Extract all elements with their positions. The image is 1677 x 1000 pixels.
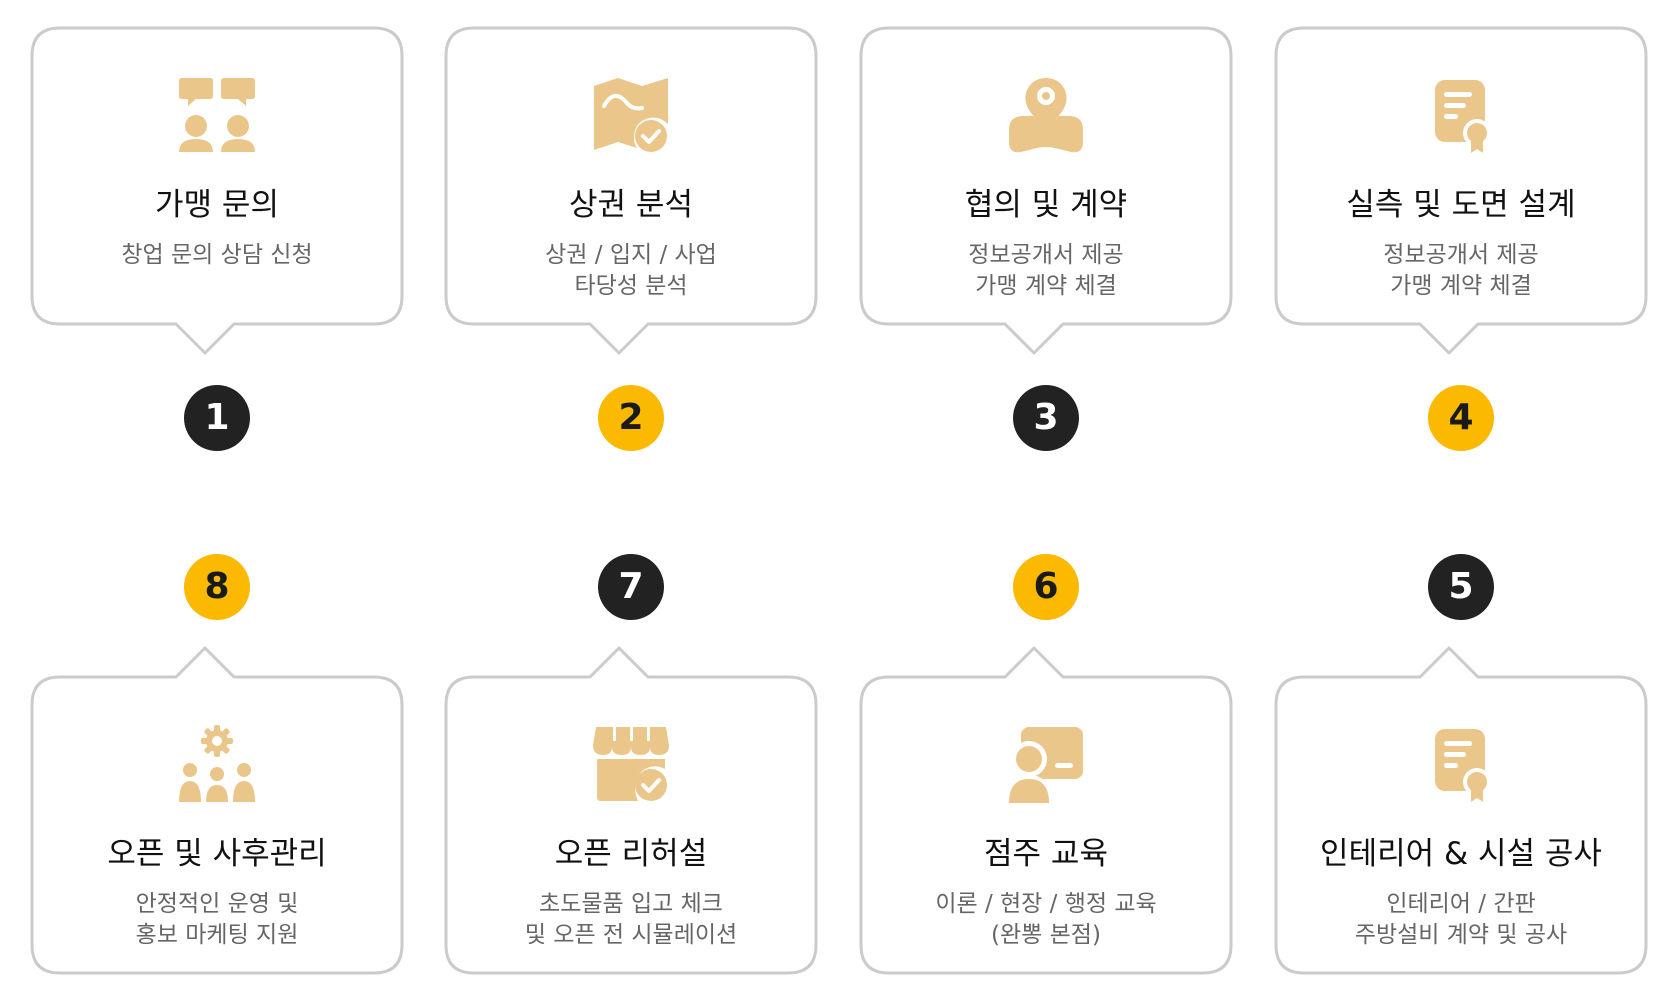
step-number-6: 6: [1013, 554, 1079, 620]
step-card-7: 오픈 리허설 초도물품 입고 체크 및 오픈 전 시뮬레이션: [444, 646, 818, 975]
step-description-line: 창업 문의 상담 신청: [121, 242, 313, 268]
step-description: 정보공개서 제공 가맹 계약 체결: [861, 240, 1231, 302]
step-description: 정보공개서 제공 가맹 계약 체결: [1276, 240, 1646, 302]
step-title: 인테리어 & 시설 공사: [1320, 836, 1602, 872]
step-description-line: 인테리어 / 간판: [1386, 891, 1536, 917]
step-description-line: (완뽕 본점): [991, 922, 1101, 948]
step-description: 안정적인 운영 및 홍보 마케팅 지원: [32, 889, 402, 951]
speech-bubble: [30, 646, 404, 975]
step-title: 오픈 리허설: [554, 836, 708, 872]
step-description-line: 주방설비 계약 및 공사: [1354, 922, 1568, 948]
step-number-2: 2: [598, 385, 664, 451]
speech-bubble: [859, 26, 1233, 355]
step-description-line: 및 오픈 전 시뮬레이션: [524, 922, 738, 948]
step-description-line: 홍보 마케팅 지원: [135, 922, 299, 948]
step-card-6: 점주 교육 이론 / 현장 / 행정 교육 (완뽕 본점): [859, 646, 1233, 975]
step-description-line: 초도물품 입고 체크: [539, 891, 723, 917]
teacher-board-icon: [1007, 725, 1085, 803]
speech-bubble: [1274, 26, 1648, 355]
consultation-icon: [178, 76, 256, 154]
step-title: 실측 및 도면 설계: [1346, 187, 1576, 223]
step-number-7: 7: [598, 554, 664, 620]
step-card-4: 실측 및 도면 설계 정보공개서 제공 가맹 계약 체결: [1274, 26, 1648, 355]
step-description-line: 가맹 계약 체결: [975, 273, 1117, 299]
step-description-line: 이론 / 현장 / 행정 교육: [935, 891, 1157, 917]
step-card-3: 협의 및 계약 정보공개서 제공 가맹 계약 체결: [859, 26, 1233, 355]
speech-bubble: [859, 646, 1233, 975]
step-description: 인테리어 / 간판 주방설비 계약 및 공사: [1276, 889, 1646, 951]
document-badge-icon: [1422, 725, 1500, 803]
step-description: 창업 문의 상담 신청: [32, 240, 402, 271]
step-title: 오픈 및 사후관리: [107, 836, 327, 872]
step-title: 상권 분석: [569, 187, 693, 223]
step-title: 점주 교육: [984, 836, 1108, 872]
step-description: 상권 / 입지 / 사업 타당성 분석: [446, 240, 816, 302]
step-number-4: 4: [1428, 385, 1494, 451]
team-gear-icon: [178, 725, 256, 803]
step-number-1: 1: [184, 385, 250, 451]
step-card-5: 인테리어 & 시설 공사 인테리어 / 간판 주방설비 계약 및 공사: [1274, 646, 1648, 975]
speech-bubble: [444, 26, 818, 355]
step-description-line: 타당성 분석: [574, 273, 688, 299]
step-number-8: 8: [184, 554, 250, 620]
step-description-line: 정보공개서 제공: [968, 242, 1124, 268]
step-description: 초도물품 입고 체크 및 오픈 전 시뮬레이션: [446, 889, 816, 951]
certificate-icon: [1422, 76, 1500, 154]
map-check-icon: [592, 76, 670, 154]
speech-bubble: [444, 646, 818, 975]
step-card-2: 상권 분석 상권 / 입지 / 사업 타당성 분석: [444, 26, 818, 355]
step-description-line: 가맹 계약 체결: [1390, 273, 1532, 299]
speech-bubble: [30, 26, 404, 355]
step-title: 협의 및 계약: [964, 187, 1128, 223]
step-card-8: 오픈 및 사후관리 안정적인 운영 및 홍보 마케팅 지원: [30, 646, 404, 975]
step-description-line: 안정적인 운영 및: [135, 891, 299, 917]
step-description: 이론 / 현장 / 행정 교육 (완뽕 본점): [861, 889, 1231, 951]
step-number-5: 5: [1428, 554, 1494, 620]
step-description-line: 상권 / 입지 / 사업: [545, 242, 717, 268]
speech-bubble: [1274, 646, 1648, 975]
step-description-line: 정보공개서 제공: [1383, 242, 1539, 268]
step-number-3: 3: [1013, 385, 1079, 451]
step-title: 가맹 문의: [155, 187, 279, 223]
store-check-icon: [592, 725, 670, 803]
location-pin-icon: [1007, 76, 1085, 154]
step-card-1: 가맹 문의 창업 문의 상담 신청: [30, 26, 404, 355]
